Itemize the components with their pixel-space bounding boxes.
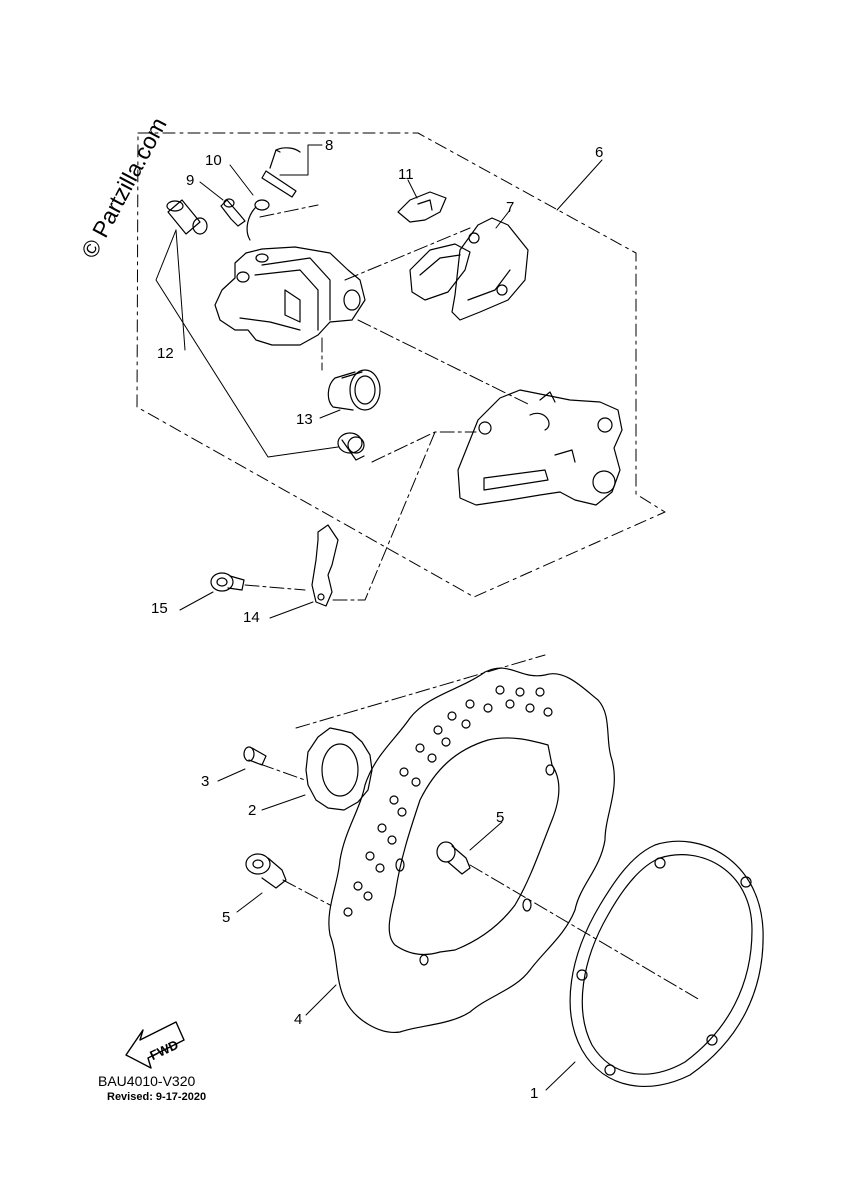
callout-10: 10: [205, 152, 222, 169]
leader-lines: [156, 145, 602, 1090]
callout-3: 3: [201, 773, 210, 790]
seal-part: [338, 433, 364, 460]
callout-13: 13: [296, 411, 313, 428]
disc-screw-part: [244, 747, 266, 765]
disc-holes: [344, 686, 554, 965]
diagram-code: BAU4010-V320: [98, 1073, 196, 1089]
callout-2: 2: [248, 802, 257, 819]
disc-shim-part: [570, 841, 763, 1086]
fwd-label: FWD: [147, 1037, 180, 1063]
disc-bolt-left-part: [246, 854, 286, 888]
callout-14: 14: [243, 609, 260, 626]
bleed-cap-part: [247, 200, 269, 240]
callout-5-right: 5: [496, 809, 505, 826]
callout-6: 6: [595, 144, 604, 161]
pad-spring-part: [398, 192, 446, 222]
callout-1: 1: [530, 1085, 539, 1102]
caliper-assembly-boundary: [137, 133, 665, 597]
bleed-screw-part: [221, 199, 245, 226]
caliper-bracket-part: [458, 390, 622, 505]
callout-8: 8: [325, 137, 334, 154]
callout-4: 4: [294, 1011, 303, 1028]
boot-part: [167, 200, 207, 234]
callout-7: 7: [506, 199, 515, 216]
piston-part: [328, 370, 380, 410]
callout-9: 9: [186, 172, 195, 189]
pad-pin-part: [262, 148, 300, 197]
sensor-bracket-part: [312, 525, 338, 606]
callout-5-left: 5: [222, 909, 231, 926]
disc-bolt-right-part: [437, 842, 470, 874]
callout-11: 11: [398, 166, 414, 183]
forward-arrow-icon: FWD: [126, 1022, 184, 1068]
brake-pads-part: [410, 218, 528, 320]
bracket-bolt-part: [211, 573, 244, 591]
alignment-lines: [245, 205, 700, 1000]
callout-15: 15: [151, 600, 168, 617]
callout-12: 12: [157, 345, 174, 362]
brake-disc-part: [329, 668, 614, 1032]
toothed-washer-part: [306, 728, 372, 810]
caliper-body-part: [215, 247, 365, 345]
revised-date: Revised: 9-17-2020: [107, 1091, 207, 1103]
